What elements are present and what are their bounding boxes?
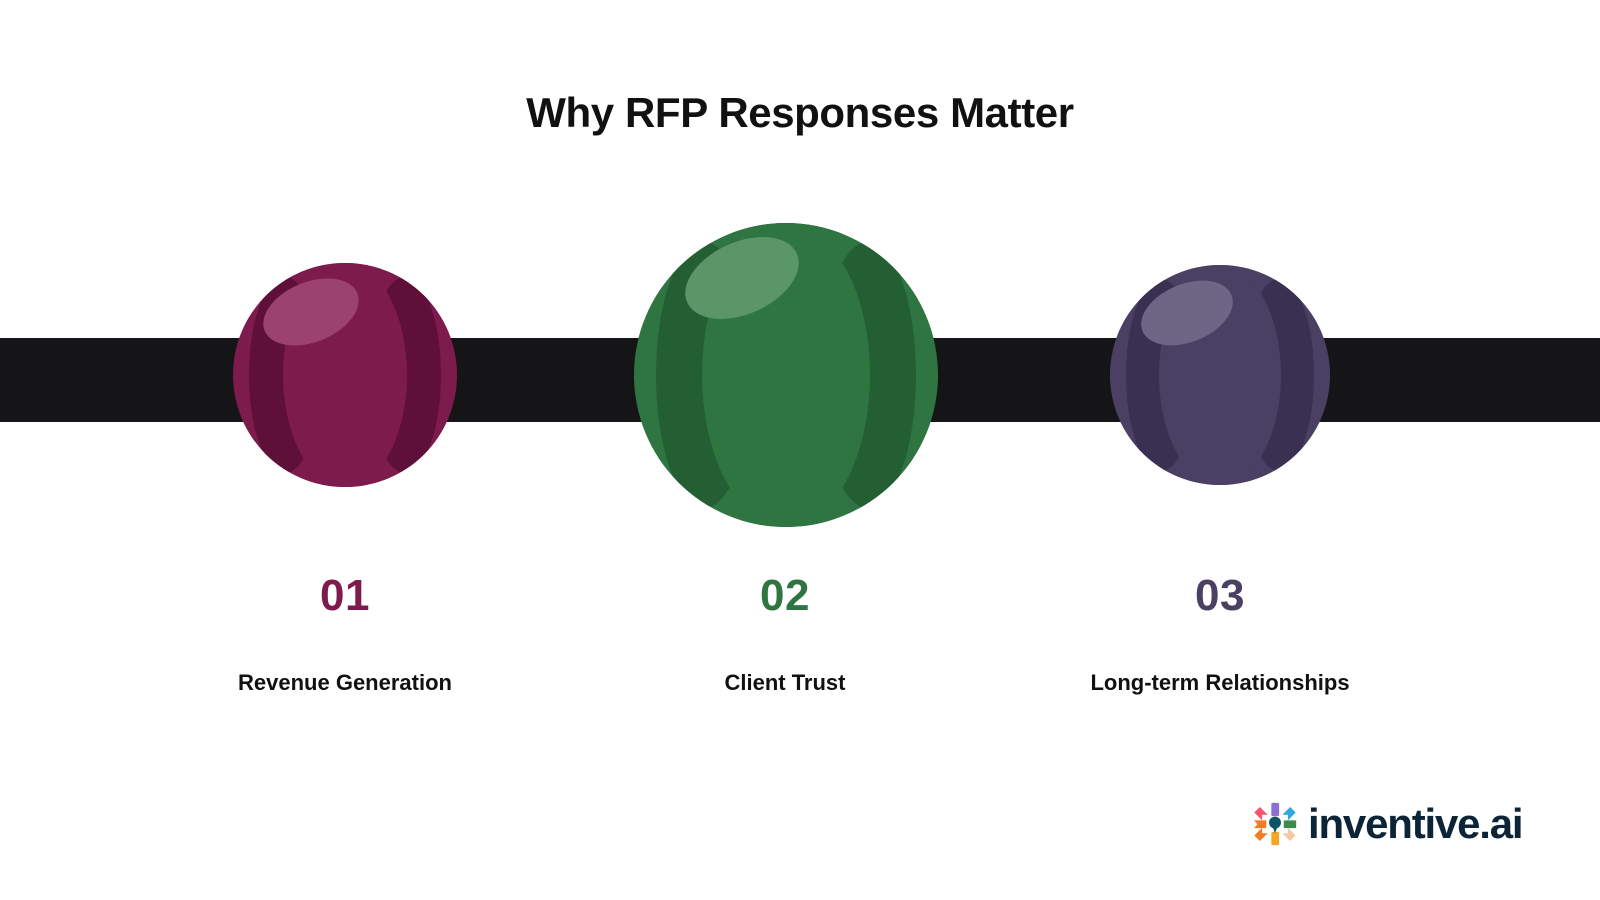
- timeline-graphic: [0, 223, 1600, 527]
- bead-highlight: [263, 278, 359, 346]
- step-item-client-trust: 02 Client Trust: [585, 560, 985, 696]
- bead-highlight: [685, 237, 799, 319]
- step-label: Client Trust: [724, 670, 846, 695]
- burst-petal-top: [1271, 802, 1280, 817]
- burst-center-marker: [1269, 816, 1281, 834]
- bead-revenue-generation: [233, 263, 457, 487]
- burst-petal-bottom: [1271, 831, 1280, 846]
- bead-highlight: [1141, 280, 1233, 346]
- step-label: Long-term Relationships: [1090, 670, 1350, 695]
- step-item-long-term-relationships: 03 Long-term Relationships: [1020, 560, 1420, 696]
- burst-petal-top-right: [1282, 806, 1296, 821]
- step-number: 01: [320, 571, 370, 620]
- bead-client-trust: [634, 223, 938, 527]
- burst-petal-bottom-left: [1254, 827, 1268, 842]
- timeline-scene: [0, 180, 1600, 560]
- brand-logo-text: inventive.ai: [1308, 800, 1524, 847]
- step-number: 02: [760, 571, 810, 620]
- brand-logo: inventive.ai: [1252, 792, 1524, 856]
- burst-petal-bottom-right: [1282, 827, 1296, 842]
- burst-petal-top-left: [1254, 806, 1268, 821]
- step-number: 03: [1195, 571, 1245, 620]
- page-title: Why RFP Responses Matter: [526, 89, 1074, 136]
- step-list: 01 Revenue Generation 02 Client Trust 03…: [0, 560, 1600, 720]
- step-item-revenue-generation: 01 Revenue Generation: [145, 560, 545, 696]
- step-label: Revenue Generation: [238, 670, 452, 695]
- bead-long-term-relationships: [1110, 265, 1330, 485]
- burst-petal-left: [1253, 820, 1267, 829]
- inventive-burst-icon: [1253, 802, 1297, 846]
- burst-petal-right: [1283, 820, 1297, 829]
